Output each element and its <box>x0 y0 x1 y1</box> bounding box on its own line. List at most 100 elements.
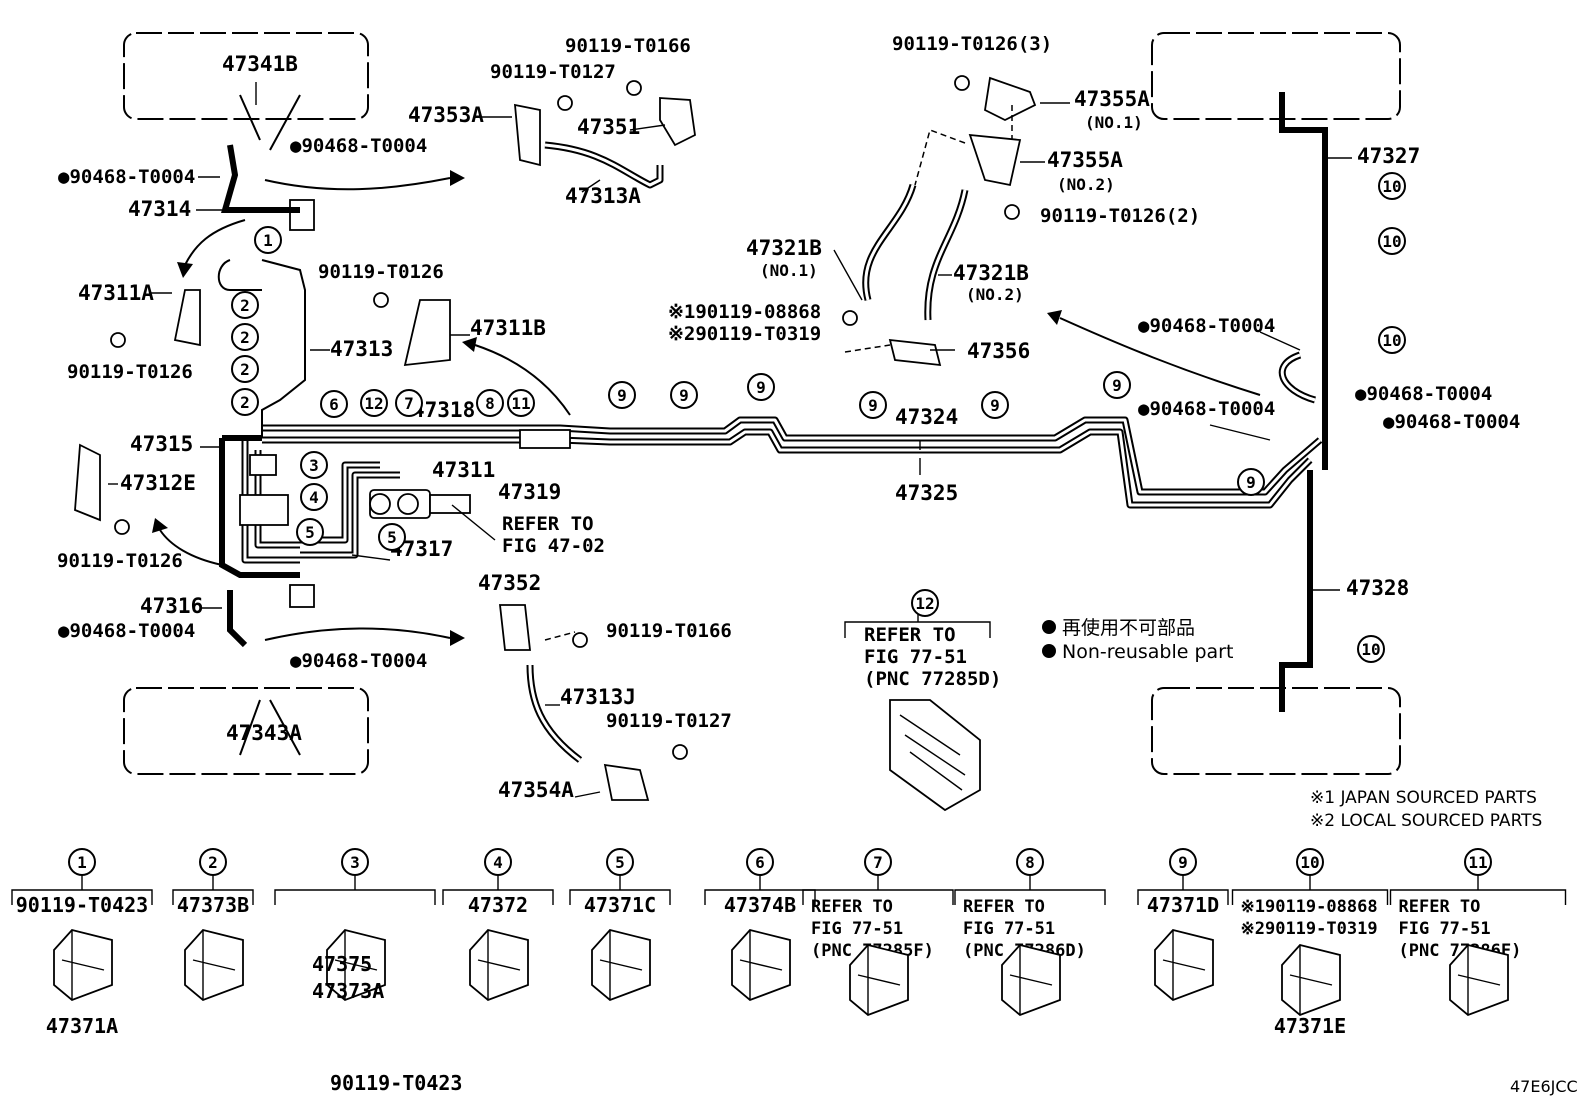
label-47311: 47311 <box>432 458 495 482</box>
callout-12-circle: 12 <box>911 589 939 617</box>
callout-11-circle: 11 <box>507 389 535 417</box>
label-refer-to-12: REFER TO <box>864 624 956 646</box>
callout-7-circle: 7 <box>395 389 423 417</box>
legend-item-3: 3 47375 47373A 90119-T0423 <box>274 848 462 1095</box>
callout-number: 12 <box>364 394 383 413</box>
callout-9-circle: 9 <box>670 381 698 409</box>
legend-text: FIG 77-51 <box>1399 919 1491 939</box>
label-90468-c: ●90468-T0004 <box>58 620 195 642</box>
label-47313: 47313 <box>330 337 393 361</box>
label-ref1-08868: ※190119-08868 <box>668 301 821 323</box>
diagram-code: 47E6JCC <box>1510 1077 1578 1096</box>
bolts <box>110 75 1020 760</box>
callout-8-circle: 8 <box>476 389 504 417</box>
legend-number: 3 <box>350 853 360 872</box>
dashed-leaders <box>544 105 1013 641</box>
label-47324: 47324 <box>895 405 958 429</box>
callout-10-circle: 10 <box>1378 172 1406 200</box>
legend-text: REFER TO <box>1399 897 1481 917</box>
legend-number: 8 <box>1025 853 1035 872</box>
hoses <box>221 94 1317 763</box>
label-90119-T0166-a: 90119-T0166 <box>565 35 691 57</box>
callout-number: 4 <box>309 488 319 507</box>
label-90468-e: ●90468-T0004 <box>1138 315 1275 337</box>
brackets <box>74 76 1037 801</box>
legend-text: FIG 77-51 <box>811 919 903 939</box>
legend-number: 5 <box>615 853 625 872</box>
callout-number: 10 <box>1382 232 1401 251</box>
label-47311A: 47311A <box>78 281 154 305</box>
legend-part-label: 47371A <box>46 1014 118 1038</box>
label-pnc-77285D: (PNC 77285D) <box>864 668 1001 690</box>
callout-number: 2 <box>240 393 250 412</box>
legend-number: 4 <box>493 853 503 872</box>
callout-number: 6 <box>329 395 339 414</box>
label-no2-a: (NO.2) <box>1057 175 1115 194</box>
label-90468-h: ●90468-T0004 <box>1383 411 1520 433</box>
callout-number: 9 <box>756 378 766 397</box>
label-47328: 47328 <box>1346 576 1409 600</box>
legend-extra-label: 47373A <box>312 979 384 1003</box>
callout-2-circle: 2 <box>231 323 259 351</box>
label-90119-T0126-2: 90119-T0126(2) <box>1040 205 1200 227</box>
callout-5-circle: 5 <box>296 518 324 546</box>
non-reusable-legend: 再使用不可部品 Non-reusable part <box>1042 617 1233 663</box>
label-47311B: 47311B <box>470 316 546 340</box>
label-47351: 47351 <box>577 115 640 139</box>
callout-number: 9 <box>679 386 689 405</box>
legend-item-6: 6 47374B <box>704 848 816 1002</box>
region-box-front-left <box>123 32 369 120</box>
callout-2-circle: 2 <box>231 291 259 319</box>
region-box-rear-right <box>1151 687 1401 775</box>
callout-9-circle: 9 <box>981 391 1009 419</box>
legend-number: 9 <box>1178 853 1188 872</box>
legend-text: FIG 77-51 <box>963 919 1055 939</box>
callout-10-circle: 10 <box>1378 326 1406 354</box>
label-47312E: 47312E <box>120 471 196 495</box>
callout-number: 10 <box>1382 177 1401 196</box>
callout-number: 1 <box>263 231 273 250</box>
callout-2-circle: 2 <box>231 388 259 416</box>
callout-number: 9 <box>990 396 1000 415</box>
legend-text: 47374B <box>724 893 796 917</box>
legend-text: ※190119-08868 <box>1241 897 1378 917</box>
legend-jp: 再使用不可部品 <box>1062 617 1195 639</box>
legend-en: Non-reusable part <box>1062 641 1233 663</box>
callout-9-circle: 9 <box>1103 371 1131 399</box>
label-90119-T0166-b: 90119-T0166 <box>606 620 732 642</box>
label-90468-b: ●90468-T0004 <box>290 135 427 157</box>
label-90468-d: ●90468-T0004 <box>290 650 427 672</box>
legend-text: 47373B <box>177 893 249 917</box>
label-47356: 47356 <box>967 339 1030 363</box>
callout-number: 5 <box>305 523 315 542</box>
label-90468-a: ●90468-T0004 <box>58 166 195 188</box>
legend-extra-label: 47375 <box>312 952 372 976</box>
label-no2-b: (NO.2) <box>966 285 1024 304</box>
label-90119-T0127-b: 90119-T0127 <box>606 710 732 732</box>
callout-9-circle: 9 <box>859 391 887 419</box>
label-fig-47-02: FIG 47-02 <box>502 535 605 557</box>
callout-12-circle: 12 <box>360 389 388 417</box>
callout-6-circle: 6 <box>320 390 348 418</box>
label-47343A: 47343A <box>226 721 302 745</box>
legend-number: 11 <box>1468 853 1487 872</box>
legend-text: ※290119-T0319 <box>1241 919 1378 939</box>
region-box-front-right <box>1151 32 1401 120</box>
callout-9-circle: 9 <box>608 381 636 409</box>
legend-number: 1 <box>77 853 87 872</box>
legend-extra-label: 90119-T0423 <box>330 1071 462 1095</box>
label-ref2-T0319: ※290119-T0319 <box>668 323 821 345</box>
label-47353A: 47353A <box>408 103 484 127</box>
legend-number: 6 <box>755 853 765 872</box>
legend-number: 7 <box>873 853 883 872</box>
legend-number: 10 <box>1300 853 1319 872</box>
label-no1-b: (NO.1) <box>760 261 818 280</box>
label-47313J: 47313J <box>560 685 636 709</box>
callout-number: 11 <box>511 394 530 413</box>
